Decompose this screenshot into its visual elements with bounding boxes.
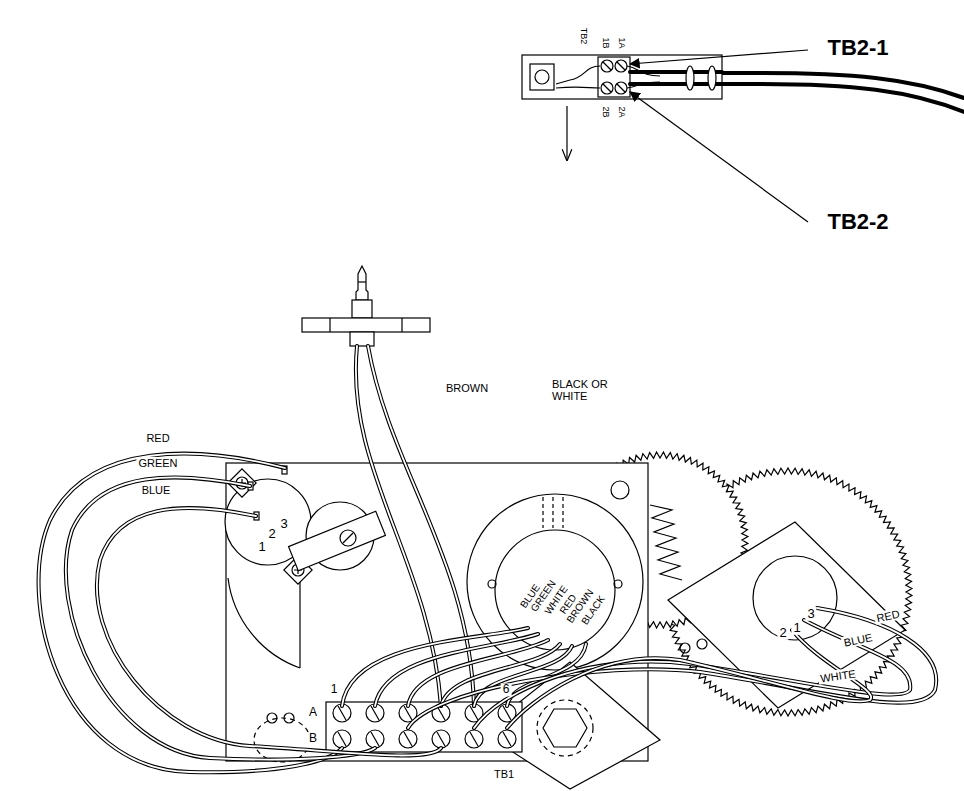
wire bbox=[97, 508, 441, 755]
terminal-label: 2A bbox=[616, 104, 626, 119]
terminal-screw bbox=[465, 730, 483, 748]
terminal-label: 1B bbox=[600, 35, 610, 50]
plug-jack bbox=[302, 266, 430, 346]
wire bbox=[66, 477, 375, 759]
wire bbox=[507, 630, 871, 728]
terminal-screw bbox=[333, 730, 351, 748]
spring bbox=[650, 505, 682, 580]
terminal-number: 6 bbox=[501, 683, 512, 696]
pin-number: 3 bbox=[278, 517, 289, 531]
wire bbox=[342, 628, 528, 706]
terminal-label: 1A bbox=[616, 35, 626, 50]
wire bbox=[39, 454, 342, 773]
pin-number: 3 bbox=[805, 607, 816, 621]
tb2-terminal-strip bbox=[522, 55, 964, 160]
wire bbox=[507, 630, 871, 728]
pin-number: 1 bbox=[791, 621, 802, 635]
wire bbox=[342, 628, 528, 706]
wire-color-label: BROWN bbox=[444, 382, 490, 394]
terminal-label: 2B bbox=[600, 104, 610, 119]
callout-label: TB2-1 bbox=[825, 36, 890, 60]
wire-color-label: RED bbox=[144, 432, 171, 444]
terminal-row-label: B bbox=[307, 732, 319, 745]
wire-color-label: BLACK OR WHITE bbox=[550, 378, 616, 402]
wire bbox=[474, 620, 910, 728]
wires bbox=[39, 346, 937, 772]
pin-number: 2 bbox=[266, 527, 277, 541]
terminal-row-label: A bbox=[307, 706, 319, 719]
wire-color-label: GREEN bbox=[136, 457, 179, 469]
wire-color-label: BLUE bbox=[140, 484, 173, 496]
terminal-screw bbox=[366, 730, 384, 748]
leader-line bbox=[630, 92, 808, 222]
wire bbox=[97, 508, 441, 755]
terminal-block-label: TB1 bbox=[492, 768, 516, 780]
pin-number: 1 bbox=[256, 540, 267, 554]
pin-number: 2 bbox=[777, 626, 788, 640]
terminal-number: 1 bbox=[329, 683, 340, 696]
callout-label: TB2-2 bbox=[825, 210, 890, 234]
terminal-screw bbox=[432, 730, 450, 748]
wire bbox=[39, 454, 342, 773]
wire bbox=[66, 477, 375, 759]
wire bbox=[474, 620, 910, 728]
wire bbox=[408, 608, 936, 728]
wire bbox=[408, 608, 936, 728]
terminal-screw bbox=[399, 730, 417, 748]
terminal-block-label: TB2 bbox=[578, 26, 588, 47]
leader-line bbox=[630, 50, 808, 64]
terminal-screw bbox=[498, 730, 516, 748]
